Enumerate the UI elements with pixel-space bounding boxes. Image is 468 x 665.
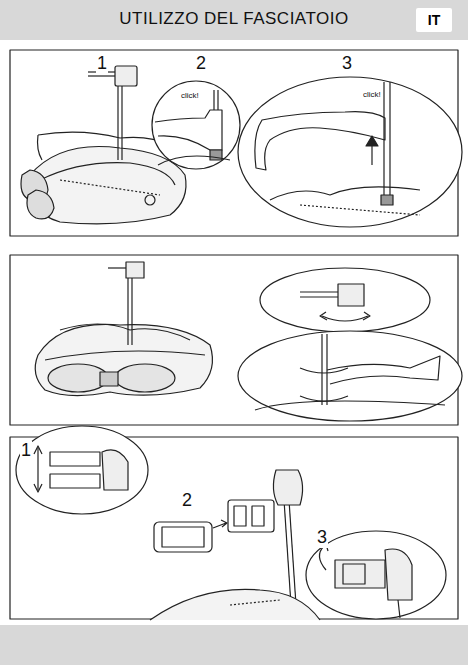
- changing-table-base: [21, 147, 186, 224]
- detail-ellipse: [238, 331, 462, 421]
- detail-ellipse: [238, 77, 462, 227]
- callout-number: 1: [20, 441, 32, 461]
- callout-number: 3: [341, 54, 353, 74]
- header-bar: [0, 0, 468, 40]
- phone: [154, 520, 227, 552]
- language-tab: IT: [416, 8, 452, 32]
- callout-number: 1: [96, 54, 108, 74]
- callout-number: 2: [195, 54, 207, 74]
- footer-bar: [0, 625, 468, 665]
- detail-ellipse: [260, 268, 430, 332]
- callout-number: 2: [181, 491, 193, 511]
- phone-holder: [228, 500, 274, 532]
- click-note: click!: [362, 91, 382, 100]
- page-title: UTILIZZO DEL FASCIATOIO: [0, 9, 468, 29]
- detail-circle: [152, 81, 240, 169]
- changing-table-base: [35, 262, 212, 396]
- callout-number: 3: [316, 528, 328, 548]
- detail-ellipse: [16, 426, 148, 514]
- language-code: IT: [428, 12, 440, 28]
- panel-frame: [10, 437, 458, 619]
- phone-holder-pole: [150, 470, 320, 620]
- click-note: click!: [180, 92, 200, 101]
